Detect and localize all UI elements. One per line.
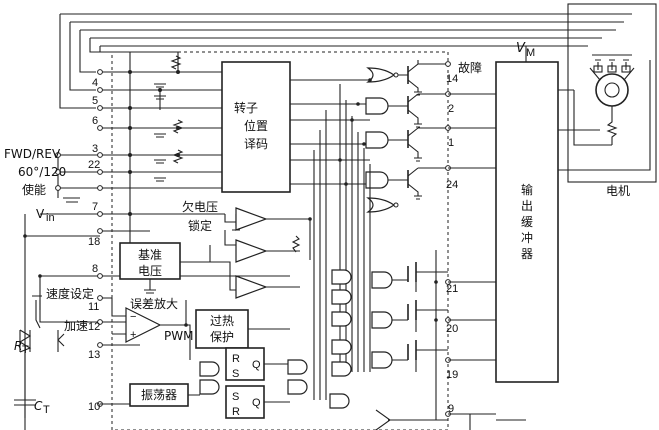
label-vm: V (516, 41, 526, 56)
ct-capacitor (14, 352, 36, 418)
svg-text:Q: Q (252, 397, 261, 409)
lock-comparator (235, 239, 268, 263)
label-enable: 使能 (22, 182, 46, 197)
nor-gate (366, 197, 396, 213)
buffer-char-2: 出 (521, 199, 533, 213)
pin-7: 7 (92, 201, 98, 213)
label-vin: V (36, 207, 45, 221)
error-amplifier (125, 307, 162, 343)
ref-line-2: 电压 (138, 264, 162, 278)
pin-13: 13 (88, 349, 100, 361)
buffer-char-3: 缓 (521, 215, 533, 229)
label-speed-set: 速度设定 (46, 286, 94, 301)
rs-latch-1 (225, 347, 265, 381)
and-gates-top (365, 97, 389, 189)
and-gates-bottom (331, 269, 352, 377)
label-undervoltage: 欠电压 (182, 199, 218, 214)
pin-3: 3 (92, 143, 98, 155)
or-gate-fault (366, 67, 399, 83)
svg-text:R: R (232, 353, 240, 365)
svg-text:S: S (232, 391, 239, 403)
label-angle: 60°/120 (18, 165, 66, 179)
undervoltage-comparator (235, 207, 268, 231)
overheat-protection (195, 309, 249, 349)
pin-2: 2 (448, 103, 454, 115)
chip-boundary (111, 51, 449, 430)
pin-22: 22 (88, 159, 100, 171)
hall-return-wires (59, 14, 96, 109)
label-rt: R (14, 339, 22, 353)
svg-text:−: − (130, 311, 136, 323)
pin-10: 10 (88, 401, 100, 413)
label-rt-sub: T (22, 344, 29, 356)
pin-11: 11 (88, 301, 99, 313)
decoder-line-1: 转子 (234, 100, 258, 115)
label-accel: 加速 (64, 319, 88, 333)
left-pins (55, 69, 103, 407)
pin-6: 6 (92, 115, 98, 127)
motor-rotor (595, 73, 629, 107)
buffer-char-4: 冲 (521, 230, 533, 245)
pin-4: 4 (92, 77, 98, 89)
overheat-comparator (235, 275, 268, 299)
label-pwm: PWM (164, 329, 193, 343)
pin-19: 19 (446, 369, 458, 381)
reference-voltage (119, 242, 181, 280)
label-ct: C (34, 399, 43, 413)
svg-text:R: R (232, 406, 240, 418)
label-ct-sub: T (43, 404, 50, 416)
overheat-line-2: 保护 (210, 330, 234, 344)
pin-8: 8 (92, 263, 98, 275)
overheat-line-1: 过热 (210, 314, 234, 328)
label-oscillator: 振荡器 (141, 388, 177, 402)
pin-14: 14 (446, 73, 458, 85)
label-fwd-rev: FWD/REV (4, 147, 61, 161)
pin-12: 12 (88, 321, 100, 333)
svg-text:Q: Q (252, 359, 261, 371)
label-vm-sub: M (526, 47, 535, 59)
label-vin-sub: in (46, 212, 55, 224)
pin-20: 20 (446, 323, 458, 335)
label-lock: 锁定 (188, 218, 212, 233)
top-cables (60, 13, 632, 47)
rotor-position-decoder (221, 61, 291, 193)
hall-supply-wires (89, 38, 178, 53)
pin-9: 9 (448, 403, 454, 415)
motor-box (567, 3, 657, 183)
label-motor: 电机 (606, 184, 630, 198)
buffer-char-5: 器 (521, 247, 533, 261)
decoder-line-3: 译码 (244, 137, 268, 151)
svg-text:+: + (130, 329, 136, 341)
label-error-amp: 误差放大 (130, 296, 178, 311)
pin-24: 24 (446, 179, 458, 191)
output-buffer (495, 61, 559, 383)
pin-18: 18 (88, 236, 100, 248)
decoder-line-2: 位置 (244, 118, 268, 133)
ref-line-1: 基准 (138, 248, 162, 262)
pin-21: 21 (446, 283, 458, 295)
pin-5: 5 (92, 95, 98, 107)
buffer-char-1: 输 (521, 182, 533, 197)
pin-1: 1 (448, 137, 454, 149)
label-fault: 故障 (458, 60, 482, 75)
svg-text:S: S (232, 368, 239, 380)
